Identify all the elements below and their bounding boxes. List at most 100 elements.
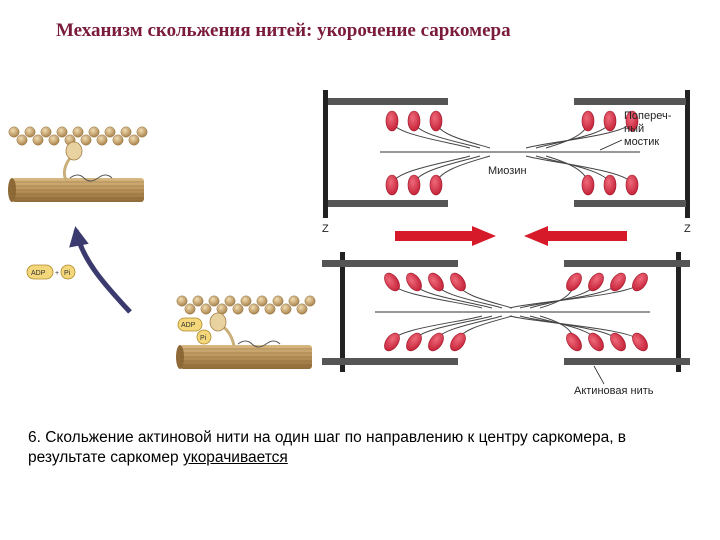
actin-bead [112, 134, 124, 146]
myosin-tail-lower [237, 340, 281, 348]
actin-bead [24, 126, 36, 138]
z-label-right: Z [684, 223, 691, 235]
myosin-head [450, 332, 466, 352]
actin-bead [88, 126, 100, 138]
actin-bead [208, 295, 220, 307]
myosin-label: Миозин [488, 165, 527, 177]
sarcomere-relaxed: Попереч- ный мостик Миозин Z Z [322, 90, 691, 235]
myosin-head [581, 174, 595, 196]
actin-bead [72, 126, 84, 138]
z-line-left-bottom [340, 252, 345, 372]
myosin-tail-upper [69, 174, 113, 182]
actin-bead [48, 134, 60, 146]
actin-bead [304, 295, 316, 307]
myosin-head [625, 110, 639, 132]
actin-top-right-lower [574, 200, 686, 207]
actin-bead [96, 134, 108, 146]
myosin-head [450, 272, 466, 292]
actin-bead [120, 126, 132, 138]
contraction-arrows [395, 226, 627, 246]
bundle-lines-lower [180, 348, 312, 366]
actin-label: Актиновая нить [574, 385, 654, 397]
actin-bead [192, 295, 204, 307]
myosin-tail [435, 315, 503, 343]
actin-bead [280, 303, 292, 315]
actin-bead [184, 303, 196, 315]
caption: 6. Скольжение актиновой нити на один шаг… [28, 428, 678, 468]
pi-label: Pi [64, 270, 71, 277]
myosin-head [384, 272, 400, 292]
actin-bottom-left-lower [322, 358, 458, 365]
myosin-head [625, 174, 639, 196]
myosin-head [429, 174, 443, 196]
actin-bead [240, 295, 252, 307]
myosin-heads-bottom [384, 272, 648, 352]
actin-myosin-upper [8, 126, 148, 202]
myosin-head [385, 174, 399, 196]
actin-bead [80, 134, 92, 146]
myosin-head [428, 332, 444, 352]
bundle-lines-upper [12, 181, 144, 199]
actin-bead [56, 126, 68, 138]
actin-bead [176, 295, 188, 307]
myosin-head [407, 110, 421, 132]
actin-top-right-upper [574, 98, 686, 105]
myosin-head [632, 332, 648, 352]
myosin-head [581, 110, 595, 132]
myosin-head [588, 272, 604, 292]
adp-pi-upper: ADP + Pi [26, 264, 76, 280]
z-line-right-top [685, 90, 690, 218]
myosin-head [406, 272, 422, 292]
myosin-head [407, 174, 421, 196]
actin-bead-chain-upper [8, 126, 148, 146]
actin-myosin-lower: ADP Pi [176, 295, 316, 369]
caption-underlined: укорачивается [182, 449, 288, 466]
actin-bead-chain-lower [176, 295, 316, 315]
actin-bead [296, 303, 308, 315]
myosin-head [610, 272, 626, 292]
myosin-head [566, 332, 582, 352]
myosin-head-lower [209, 312, 227, 332]
actin-bead [232, 303, 244, 315]
actin-top-left-upper [328, 98, 448, 105]
myosin-tail [413, 155, 481, 186]
myosin-head-upper [65, 141, 83, 161]
curved-arrow-icon [69, 226, 132, 314]
arrow-left-icon [524, 226, 548, 246]
myosin-tail [435, 281, 503, 309]
actin-bead [264, 303, 276, 315]
cross-bridge-label-3: мостик [624, 136, 659, 148]
actin-bead [288, 295, 300, 307]
myosin-head [384, 332, 400, 352]
actin-bead [8, 126, 20, 138]
cross-bridge-label-2: ный [624, 123, 644, 135]
z-line-right-bottom [676, 252, 681, 372]
myosin-head [603, 174, 617, 196]
cross-bridge-label-1: Попереч- [624, 110, 672, 122]
myosin-head [428, 272, 444, 292]
z-line-left-top [323, 90, 328, 218]
actin-bead [128, 134, 140, 146]
arrow-right-icon [472, 226, 496, 246]
adp-label: ADP [31, 270, 46, 277]
myosin-head [588, 332, 604, 352]
page-title: Механизм скольжения нитей: укорочение са… [56, 20, 511, 41]
myosin-tail [413, 120, 481, 149]
actin-bead [40, 126, 52, 138]
myosin-head [610, 332, 626, 352]
myosin-head [406, 332, 422, 352]
actin-bead [16, 134, 28, 146]
myosin-heads-top [385, 110, 639, 196]
actin-bead [272, 295, 284, 307]
myosin-head [385, 110, 399, 132]
myosin-head [632, 272, 648, 292]
actin-bottom-right-lower [564, 358, 690, 365]
actin-bead [136, 126, 148, 138]
adp-label-lower: ADP [181, 322, 196, 329]
actin-top-left-lower [328, 200, 448, 207]
myosin-head [429, 110, 443, 132]
caption-text: 6. Скольжение актиновой нити на один шаг… [28, 429, 627, 466]
sarcomere-contracted: Актиновая нить [322, 252, 690, 397]
myosin-head [566, 272, 582, 292]
